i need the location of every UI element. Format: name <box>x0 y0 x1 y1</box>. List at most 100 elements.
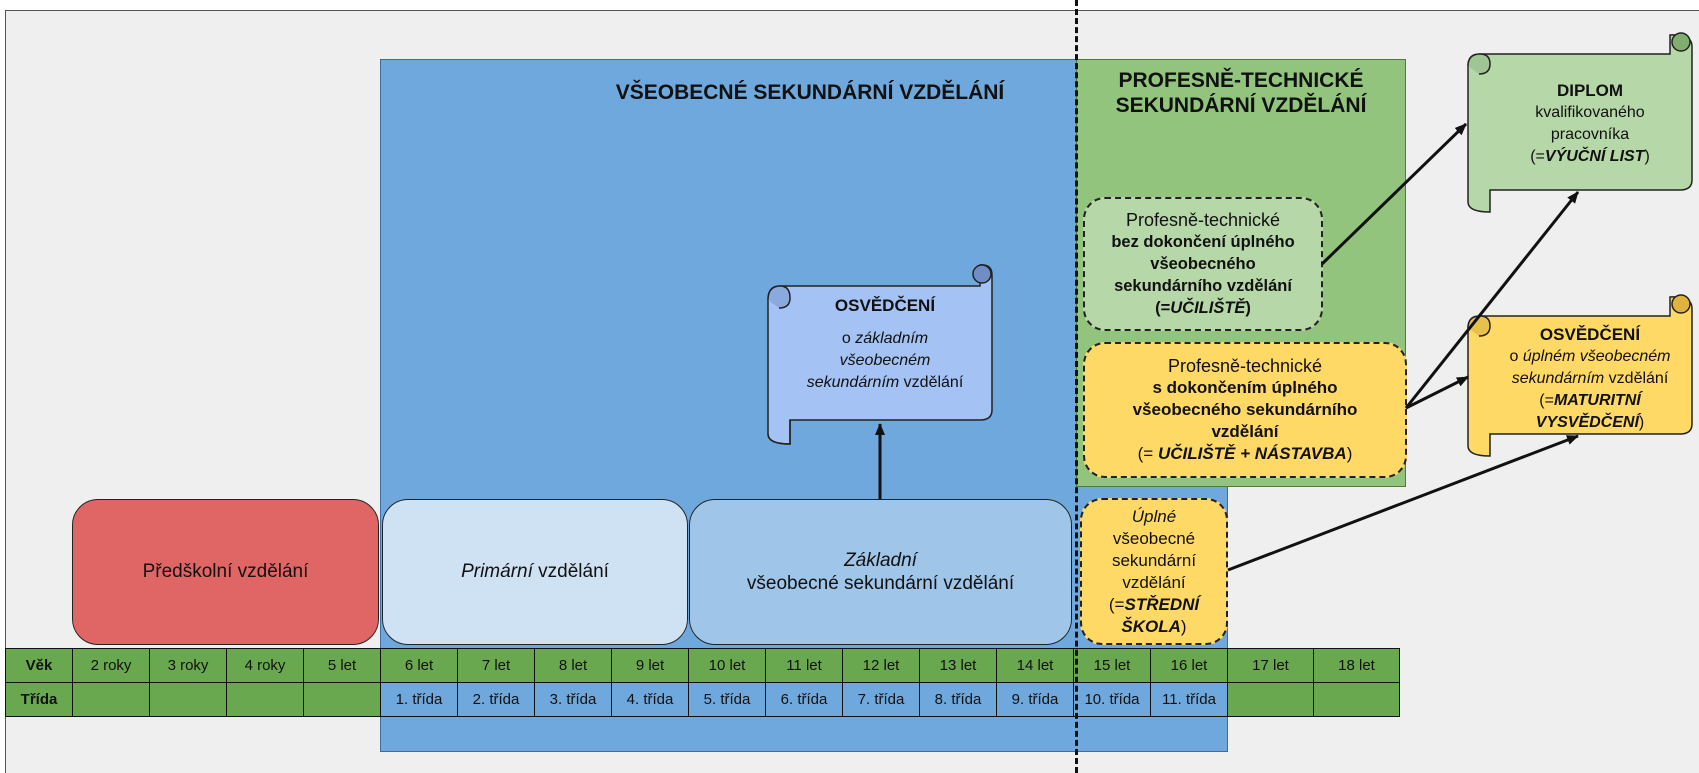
primary-label-em: Primární <box>461 561 533 582</box>
diplom-line3-post: ) <box>1644 148 1650 165</box>
uplne-line5: (=STŘEDNÍ <box>1109 594 1199 616</box>
grade-cell: 2. třída <box>457 682 535 717</box>
pt2-line4: vzdělání <box>1211 422 1279 441</box>
pt1-line2: bez dokončení úplného <box>1111 233 1295 251</box>
pt2-line1: Profesně-technické <box>1167 356 1323 376</box>
basic-certificate-text: OSVĚDČENÍ o základním všeobecném sekundá… <box>790 296 980 394</box>
diplom-title: DIPLOM <box>1556 81 1624 100</box>
uplne-line1: Úplné <box>1131 506 1177 526</box>
age-cell: 4 roky <box>226 648 304 683</box>
maturita-line3-em: MATURITNÍ <box>1553 392 1641 409</box>
age-cell: 8 let <box>534 648 612 683</box>
pt2-line5-post: ) <box>1346 444 1353 463</box>
age-cell: 12 let <box>842 648 920 683</box>
vocational-with-completion-box: Profesně-technické s dokončením úplného … <box>1083 342 1407 478</box>
grade-cell: 7. třída <box>842 682 920 717</box>
pt2-line5-pre: (= <box>1137 444 1158 463</box>
age-cell: 13 let <box>919 648 997 683</box>
grade-cell: 6. třída <box>765 682 843 717</box>
maturita-line3: (=MATURITNÍ <box>1539 390 1640 412</box>
maturita-line3-pre: (= <box>1539 392 1554 409</box>
age-cell: 2 roky <box>72 648 150 683</box>
maturita-line2-em: sekundárním <box>1511 370 1605 387</box>
basic-certificate-scroll <box>767 264 993 445</box>
grade-cell <box>1313 682 1400 717</box>
basic-secondary-box: Základní všeobecné sekundární vzdělání <box>689 499 1072 645</box>
age-cell: 9 let <box>611 648 689 683</box>
basic-certificate-line3: sekundárním vzdělání <box>807 372 964 394</box>
grade-cell <box>149 682 227 717</box>
basic-certificate-line2: všeobecném <box>839 352 931 369</box>
basic-cert-line1-pre: o <box>841 330 856 347</box>
diplom-text: DIPLOM kvalifikovaného pracovníka (=VÝUČ… <box>1490 80 1690 168</box>
basic-certificate-line1: o základním <box>842 328 928 350</box>
maturita-title: OSVĚDČENÍ <box>1539 325 1641 344</box>
age-grade-table: Věk 2 roky 3 roky 4 roky 5 let 6 let 7 l… <box>5 648 1400 717</box>
uplne-line3: sekundární <box>1111 550 1197 570</box>
maturita-line2-post: vzdělání <box>1604 370 1669 387</box>
age-cell: 6 let <box>380 648 458 683</box>
diplom-line3-pre: (= <box>1530 148 1545 165</box>
maturita-line1-pre: o <box>1509 348 1523 365</box>
grade-cell: 4. třída <box>611 682 689 717</box>
age-cell: 3 roky <box>149 648 227 683</box>
basic-cert-line3-em: sekundárním <box>806 374 900 391</box>
pt2-line2: s dokončením úplného <box>1152 378 1338 397</box>
basic-certificate-title: OSVĚDČENÍ <box>834 296 936 315</box>
pt1-line5-pre: (= <box>1155 299 1171 317</box>
pt2-line5: (= UČILIŠTĚ + NÁSTAVBA) <box>1138 443 1353 465</box>
basic-cert-line3-post: vzdělání <box>899 374 964 391</box>
arrow-pt2-to-maturita <box>1405 375 1469 410</box>
grade-cell: 3. třída <box>534 682 612 717</box>
vocational-without-completion-box: Profesně-technické bez dokončení úplného… <box>1083 197 1323 331</box>
complete-general-secondary-box: Úplné všeobecné sekundární vzdělání (=ST… <box>1080 498 1228 645</box>
uplne-line2: všeobecné <box>1112 528 1196 548</box>
maturita-line4: VYSVĚDČENÍ) <box>1536 412 1644 434</box>
pt2-line5-em: UČILIŠTĚ + NÁSTAVBA <box>1157 444 1347 463</box>
uplne-line5-pre: (= <box>1108 594 1125 614</box>
arrow-pt2-to-diplom <box>1404 191 1580 409</box>
preschool-label: Předškolní vzdělání <box>142 561 309 582</box>
grade-cell <box>72 682 150 717</box>
vocational-title-line2: SEKUNDÁRNÍ VZDĚLÁNÍ <box>1115 94 1367 117</box>
primary-box: Primární vzdělání <box>382 499 688 645</box>
maturita-line4-post: ) <box>1638 414 1645 431</box>
pt2-line3: všeobecného sekundárního <box>1132 400 1358 419</box>
basic-cert-line1-em: základním <box>855 330 929 347</box>
maturita-line1-em: úplném všeobecném <box>1522 348 1671 365</box>
primary-label-rest: vzdělání <box>532 561 609 582</box>
preschool-box: Předškolní vzdělání <box>72 499 379 645</box>
maturita-certificate-scroll <box>1467 294 1693 457</box>
age-cell: 7 let <box>457 648 535 683</box>
arrow-uplne-to-maturita <box>1227 434 1579 572</box>
age-cell: 15 let <box>1073 648 1151 683</box>
age-cell: 14 let <box>996 648 1074 683</box>
maturita-text: OSVĚDČENÍ o úplném všeobecném sekundární… <box>1490 324 1690 434</box>
pt1-line5-post: ) <box>1245 299 1251 317</box>
diplom-scroll <box>1467 32 1693 213</box>
grade-cell <box>226 682 304 717</box>
general-secondary-title: VŠEOBECNÉ SEKUNDÁRNÍ VZDĚLÁNÍ <box>615 81 1005 104</box>
vocational-title-line1: PROFESNĚ-TECHNICKÉ <box>1118 69 1364 92</box>
basic-label-line2: všeobecné sekundární vzdělání <box>746 573 1015 594</box>
basic-label-line1: Základní <box>844 550 917 571</box>
grade-cell: 10. třída <box>1073 682 1151 717</box>
age-row: Věk 2 roky 3 roky 4 roky 5 let 6 let 7 l… <box>5 648 1400 683</box>
grade-cell: 5. třída <box>688 682 766 717</box>
grade-cell: 1. třída <box>380 682 458 717</box>
diplom-line3: (=VÝUČNÍ LIST) <box>1530 146 1650 168</box>
diplom-line3-em: VÝUČNÍ LIST <box>1544 148 1645 165</box>
primary-label: Primární vzdělání <box>461 561 609 583</box>
uplne-line6: ŠKOLA) <box>1121 616 1186 638</box>
uplne-line5-em: STŘEDNÍ <box>1124 594 1200 614</box>
diplom-line1: kvalifikovaného <box>1535 104 1645 121</box>
uplne-line4: vzdělání <box>1122 572 1186 592</box>
pt1-line4: sekundárního vzdělání <box>1114 277 1292 295</box>
arrow-pt1-to-diplom <box>1320 122 1468 266</box>
pt1-line1: Profesně-technické <box>1125 210 1281 230</box>
maturita-line2: sekundárním vzdělání <box>1512 368 1669 390</box>
grade-cell: 8. třída <box>919 682 997 717</box>
maturita-line1: o úplném všeobecném <box>1510 346 1671 368</box>
diplom-line2: pracovníka <box>1550 126 1630 143</box>
